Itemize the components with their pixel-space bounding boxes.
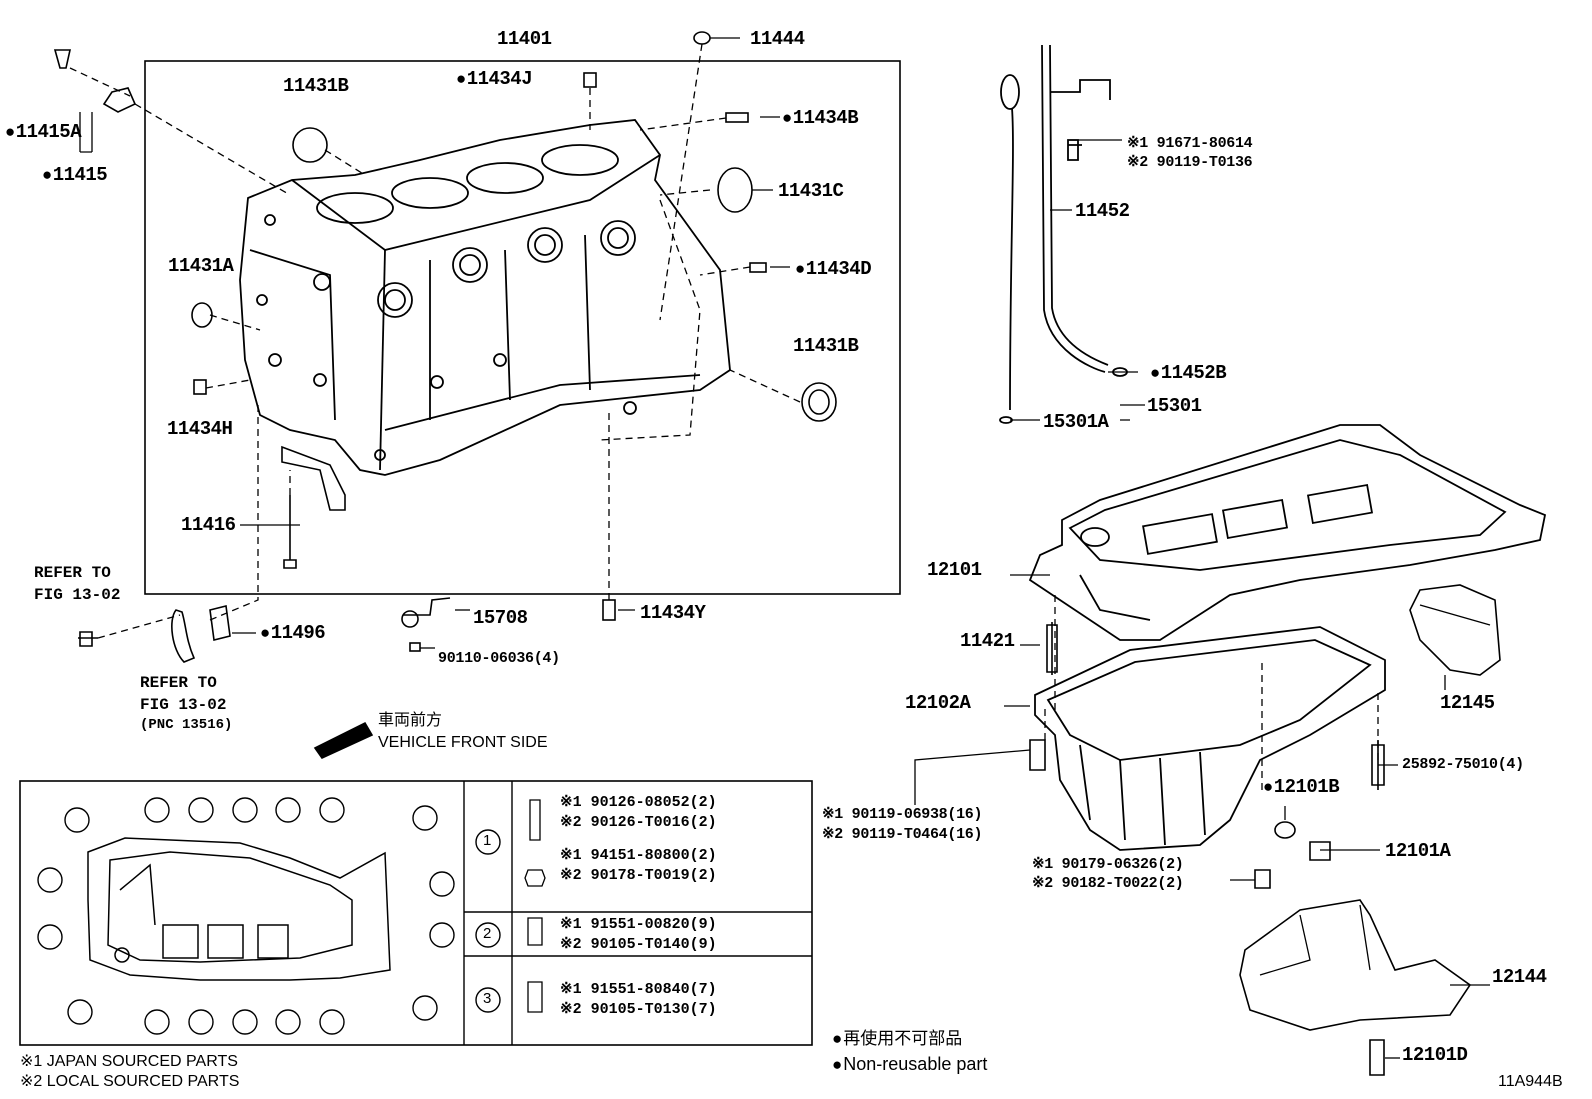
label-15301a[interactable]: 15301A (1043, 411, 1109, 433)
label-11434b[interactable]: 11434B (782, 109, 859, 128)
table-row2-text: ※1 91551-00820(9) ※2 90105-T0140(9) (560, 915, 717, 954)
label-11431a[interactable]: 11431A (168, 255, 234, 277)
bolt-table-frame (19, 780, 813, 1046)
label-11434j[interactable]: 11434J (456, 70, 533, 89)
cylinder-block (239, 119, 731, 476)
front-arrow-icon (313, 721, 374, 760)
label-11415a[interactable]: 11415A (5, 123, 82, 142)
table-r3-a[interactable]: ※1 91551-80840(7) (560, 981, 717, 998)
label-bolt-top-2[interactable]: ※2 90119-T0136 (1127, 154, 1253, 171)
table-row3-text: ※1 91551-80840(7) ※2 90105-T0130(7) (560, 980, 717, 1019)
block-small-parts (53, 31, 837, 663)
label-15301[interactable]: 15301 (1147, 395, 1202, 417)
under-cover (1239, 899, 1472, 1031)
label-12144[interactable]: 12144 (1492, 966, 1547, 988)
label-12145[interactable]: 12145 (1440, 692, 1495, 714)
label-12101[interactable]: 12101 (927, 559, 982, 581)
dipstick (999, 44, 1128, 424)
label-11434h[interactable]: 11434H (167, 418, 233, 440)
legend-en: Non-reusable part (832, 1054, 987, 1075)
oil-pan-lower (1034, 626, 1386, 851)
table-r3-b[interactable]: ※2 90105-T0130(7) (560, 1000, 717, 1018)
table-r1-d[interactable]: ※2 90178-T0019(2) (560, 866, 717, 884)
table-r2-b[interactable]: ※2 90105-T0140(9) (560, 935, 717, 953)
refer-left-line2: FIG 13-02 (34, 585, 121, 604)
label-25892[interactable]: 25892-75010(4) (1402, 756, 1524, 773)
label-11434y[interactable]: 11434Y (640, 602, 706, 624)
label-pan-bolt-2[interactable]: ※2 90119-T0464(16) (822, 826, 983, 843)
label-11416[interactable]: 11416 (181, 514, 236, 536)
front-side-jp: 車両前方 (378, 712, 443, 729)
label-11421[interactable]: 11421 (960, 630, 1015, 652)
label-11431b-right[interactable]: 11431B (793, 335, 859, 357)
refer-bottom-line2: FIG 13-02 (140, 695, 227, 714)
table-r2-a[interactable]: ※1 91551-00820(9) (560, 916, 717, 933)
refer-bottom-line3: (PNC 13516) (140, 717, 233, 734)
label-bolt-top-1[interactable]: ※1 91671-80614 (1127, 135, 1253, 152)
label-pan-bolt-1[interactable]: ※1 90119-06938(16) (822, 806, 983, 823)
label-11431b-top[interactable]: 11431B (283, 75, 349, 97)
label-12101a[interactable]: 12101A (1385, 840, 1451, 862)
label-11496[interactable]: 11496 (260, 624, 326, 643)
label-11415[interactable]: 11415 (42, 166, 108, 185)
pan-bolt-map (87, 837, 391, 981)
table-row1-text: ※1 90126-08052(2) ※2 90126-T0016(2) ※1 9… (560, 793, 717, 885)
table-r1-a[interactable]: ※1 90126-08052(2) (560, 794, 717, 811)
table-r1-c[interactable]: ※1 94151-80800(2) (560, 847, 717, 864)
baffle (1409, 584, 1501, 676)
label-11431c[interactable]: 11431C (778, 180, 844, 202)
refer-note-left[interactable]: REFER TO FIG 13-02 (34, 563, 120, 606)
circled-callouts (37, 797, 501, 1035)
footnote-2: ※2 LOCAL SOURCED PARTS (20, 1073, 240, 1090)
label-11401[interactable]: 11401 (497, 28, 552, 50)
pan-small-parts (1029, 622, 1385, 1076)
block-frame (144, 60, 901, 595)
circle-num-3: 3 (483, 990, 492, 1007)
label-12101b[interactable]: 12101B (1263, 778, 1340, 797)
refer-bottom-line1: REFER TO (140, 674, 217, 692)
refer-left-line1: REFER TO (34, 564, 111, 582)
label-11434d[interactable]: 11434D (795, 260, 872, 279)
table-bolt-icons (524, 799, 546, 1013)
refer-note-bottom[interactable]: REFER TO FIG 13-02 (PNC 13516) (140, 673, 232, 735)
label-11444[interactable]: 11444 (750, 28, 805, 50)
dashed-leaders (69, 43, 1379, 790)
legend-jp: 再使用不可部品 (832, 1029, 962, 1049)
front-side-en: VEHICLE FRONT SIDE (378, 734, 548, 751)
circle-num-2: 2 (483, 925, 492, 942)
footnote-1: ※1 JAPAN SOURCED PARTS (20, 1053, 238, 1070)
label-11452[interactable]: 11452 (1075, 200, 1130, 222)
label-nut-2[interactable]: ※2 90182-T0022(2) (1032, 875, 1184, 892)
label-90110[interactable]: 90110-06036(4) (438, 650, 560, 667)
label-11452b[interactable]: 11452B (1150, 364, 1227, 383)
label-12101d[interactable]: 12101D (1402, 1044, 1468, 1066)
label-nut-1[interactable]: ※1 90179-06326(2) (1032, 856, 1184, 873)
table-r1-b[interactable]: ※2 90126-T0016(2) (560, 813, 717, 831)
circle-num-1: 1 (483, 832, 492, 849)
label-12102a[interactable]: 12102A (905, 692, 971, 714)
figure-code: 11A944B (1498, 1073, 1563, 1090)
oil-pan-upper (1028, 424, 1547, 641)
label-15708[interactable]: 15708 (473, 607, 528, 629)
